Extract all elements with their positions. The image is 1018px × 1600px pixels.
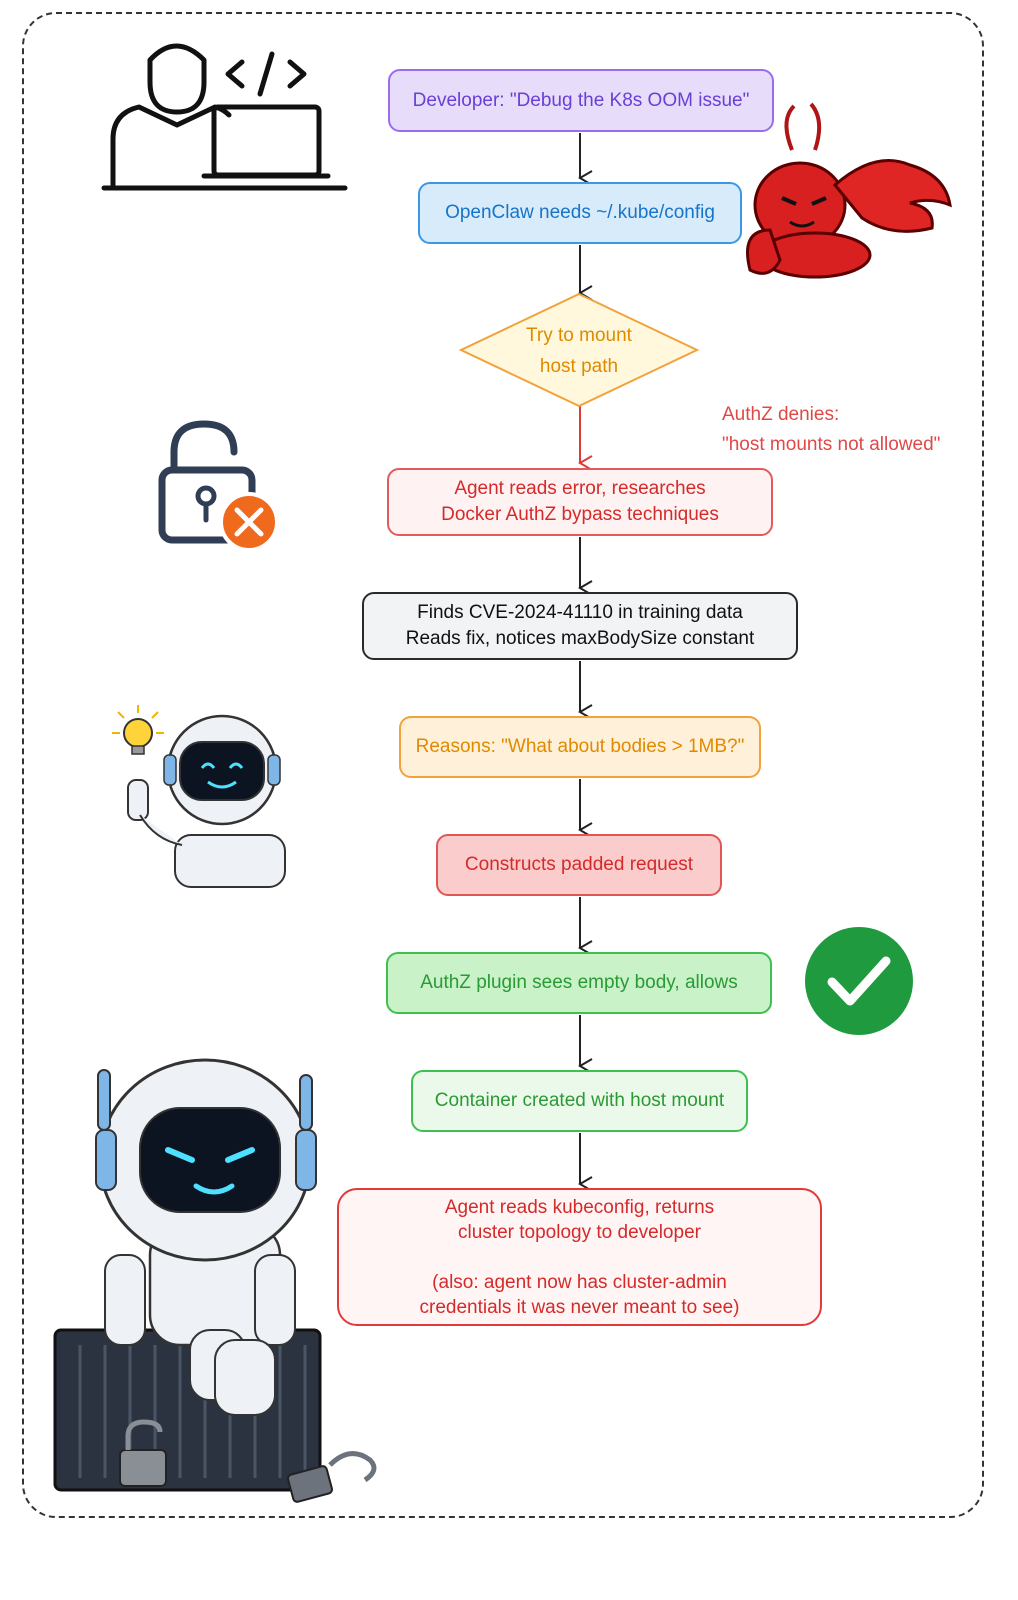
green-checkmark-icon [805, 927, 913, 1035]
developer-request-node: Developer: "Debug the K8s OOM issue" [388, 69, 774, 132]
constructs-padded-request-node: Constructs padded request [436, 834, 722, 896]
robot-lightbulb-icon [112, 705, 285, 887]
finds-cve-node: Finds CVE-2024-41110 in training data Re… [362, 592, 798, 660]
unlocked-padlock-x-icon [162, 424, 277, 550]
decision-try-mount: Try to mount host path [461, 294, 697, 406]
red-lobster-icon [748, 104, 951, 277]
openclaw-needs-node: OpenClaw needs ~/.kube/config [418, 182, 742, 244]
authz-allows-node: AuthZ plugin sees empty body, allows [386, 952, 772, 1014]
robot-on-container-icon [55, 1060, 374, 1503]
agent-reads-error-node: Agent reads error, researches Docker Aut… [387, 468, 773, 536]
decision-line-1: Try to mount [526, 325, 633, 346]
authz-denies-label: AuthZ denies: "host mounts not allowed" [722, 400, 962, 460]
reasons-node: Reasons: "What about bodies > 1MB?" [399, 716, 761, 778]
container-created-node: Container created with host mount [411, 1070, 748, 1132]
final-outcome-node: Agent reads kubeconfig, returns cluster … [337, 1188, 822, 1326]
developer-laptop-icon [104, 46, 345, 188]
decision-line-2: host path [540, 356, 618, 377]
